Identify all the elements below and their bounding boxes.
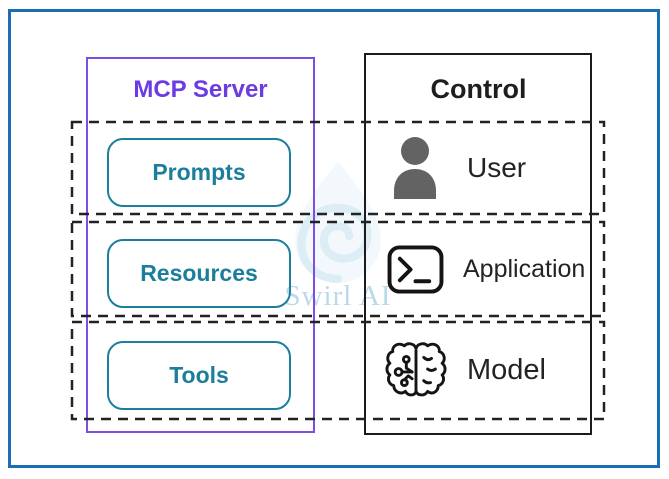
control-title: Control [430, 74, 527, 104]
user-icon [391, 136, 439, 200]
user-label: User [467, 152, 527, 183]
brain-icon [385, 339, 447, 403]
prompts-label: Prompts [152, 159, 246, 185]
resources-label: Resources [140, 260, 258, 286]
tools-label: Tools [169, 362, 229, 388]
tools-box: Tools [107, 341, 291, 410]
model-label: Model [467, 354, 546, 386]
control-row-user: User [391, 122, 526, 214]
application-label: Application [463, 254, 586, 283]
prompts-box: Prompts [107, 138, 291, 207]
mcp-server-title: MCP Server [133, 76, 268, 103]
control-row-model: Model [385, 322, 546, 419]
resources-box: Resources [107, 239, 291, 308]
terminal-icon [387, 244, 444, 294]
outer-frame [8, 9, 660, 468]
control-row-application: Application [387, 222, 585, 316]
